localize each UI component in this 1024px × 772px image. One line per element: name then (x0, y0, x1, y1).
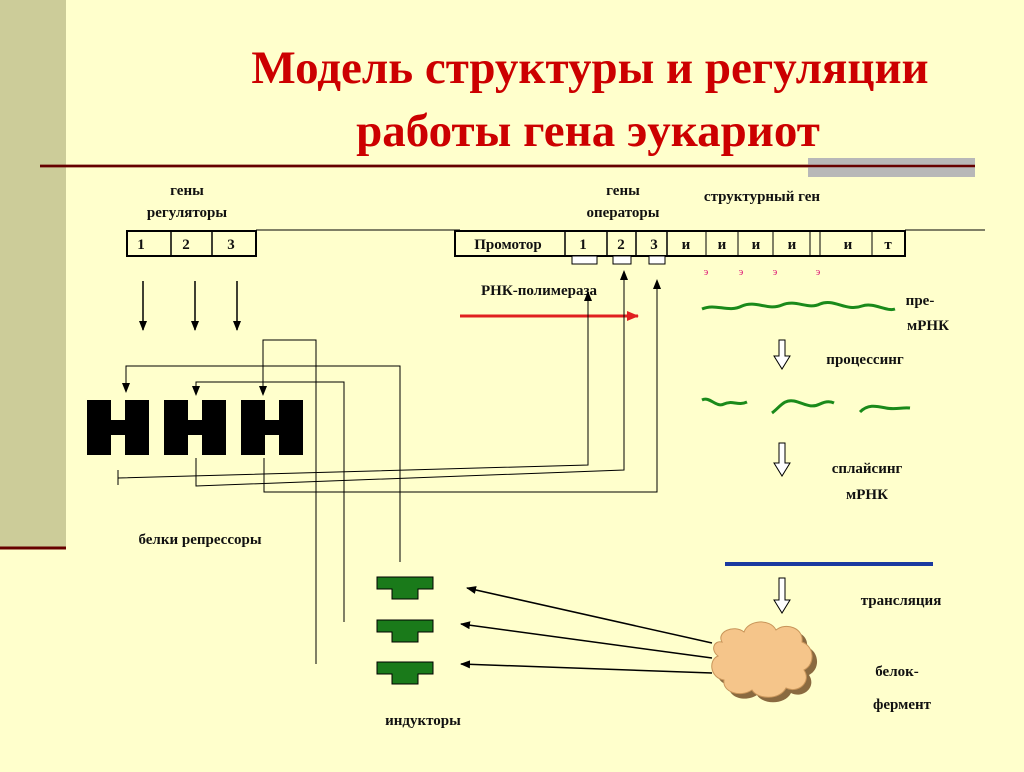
operon-operator-1: 1 (579, 237, 587, 253)
operon-box: Промотор 1 2 3 и и и и и т (454, 230, 906, 257)
exon-mark-3: э (773, 266, 778, 278)
processing-label: процессинг (826, 352, 904, 368)
enzyme-arrow-2 (460, 621, 713, 659)
operator-genes-label-1: гены (606, 183, 640, 199)
operon-intron-1: и (682, 237, 691, 253)
rna-polymerase-label: РНК-полимераза (481, 283, 597, 299)
pre-mrna-label-2: мРНК (907, 318, 949, 334)
splicing-label-2: мРНК (846, 487, 888, 503)
translation-arrow (773, 577, 791, 614)
exon-mark-4: э (816, 266, 821, 278)
regulator-cell-3: 3 (227, 237, 235, 253)
inducer-3 (376, 661, 434, 685)
enzyme-arrow-1 (466, 586, 713, 644)
regulator-genes-label-1: гены (170, 183, 204, 199)
regulator-cell-2: 2 (182, 237, 190, 253)
enzyme-cloud (711, 621, 818, 703)
splicing-arrow (773, 442, 791, 477)
processed-fragment-2 (771, 399, 835, 415)
enzyme-arrow-3 (460, 660, 713, 674)
operon-intron-5: и (844, 237, 853, 253)
sidebar-band (0, 0, 66, 548)
processed-fragment-3 (858, 404, 911, 414)
title-line-2: работы гена эукариот (356, 105, 820, 157)
operon-intron-3: и (752, 237, 761, 253)
inducers-label: индукторы (385, 713, 461, 729)
operon-operator-2: 2 (617, 237, 625, 253)
inducer-1 (376, 576, 434, 600)
regulator-genes-label-2: регуляторы (147, 205, 227, 221)
operon-intron-4: и (788, 237, 797, 253)
regulator-cell-1: 1 (137, 237, 145, 253)
operon-intron-2: и (718, 237, 727, 253)
repressor-protein-2 (164, 400, 226, 455)
processed-fragment-1 (701, 397, 748, 407)
pre-mrna-label-1: пре- (906, 293, 935, 309)
repressor-protein-3 (241, 400, 303, 455)
translation-label: трансляция (861, 593, 942, 609)
exon-marks: э э э э (704, 266, 821, 278)
enzyme-label-1: белок- (875, 664, 919, 680)
processing-arrow (773, 339, 791, 370)
exon-mark-1: э (704, 266, 709, 278)
inducer-2 (376, 619, 434, 643)
operon-terminator: т (884, 237, 892, 253)
repressor-proteins-label: белки репрессоры (138, 532, 261, 548)
repressor-operator-lines (117, 270, 661, 493)
structural-gene-label: структурный ген (704, 189, 821, 205)
repressor-protein-1 (87, 400, 149, 455)
inducer-feedback-lines (122, 339, 401, 664)
regulator-genes-box: 1 2 3 (126, 230, 257, 257)
pre-mrna-strand (701, 301, 896, 312)
exon-mark-2: э (739, 266, 744, 278)
title-line-1: Модель структуры и регуляции (251, 42, 928, 94)
title-rule-gray-bar (808, 158, 975, 177)
operon-promoter: Промотор (474, 237, 542, 253)
operon-operator-3: 3 (650, 237, 658, 253)
splicing-label-1: сплайсинг (832, 461, 903, 477)
operator-genes-label-2: операторы (587, 205, 660, 221)
enzyme-label-2: фермент (873, 697, 932, 713)
operator-binding-sites (571, 255, 666, 265)
